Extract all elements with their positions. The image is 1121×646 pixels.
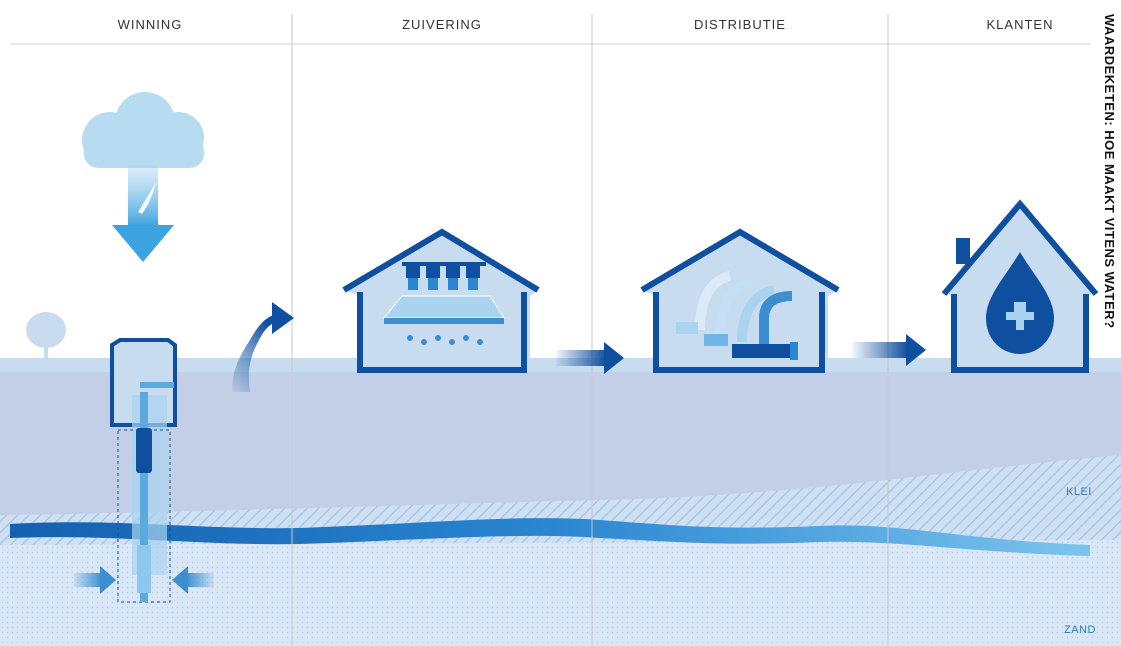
water-drop-tap-icon bbox=[986, 252, 1054, 354]
flow-arrow-icon bbox=[556, 342, 624, 374]
side-title: WAARDEKETEN: HOE MAAKT VITENS WATER? bbox=[1102, 14, 1117, 329]
clay-layer bbox=[0, 455, 1121, 545]
curved-arrow-icon bbox=[232, 302, 294, 392]
sprinkler-icon bbox=[402, 262, 486, 290]
well-pump-icon bbox=[110, 338, 177, 603]
layer-label-klei: KLEI bbox=[1066, 486, 1092, 498]
column-title-distributie: DISTRIBUTIE bbox=[694, 17, 786, 32]
inflow-arrow-icon bbox=[74, 566, 214, 594]
distribution-house-icon bbox=[640, 228, 840, 373]
cloud-icon bbox=[82, 92, 204, 168]
tree-icon bbox=[26, 312, 66, 358]
customer-house-icon bbox=[941, 199, 1099, 373]
flow-arrow-icon bbox=[852, 334, 926, 366]
column-title-klanten: KLANTEN bbox=[986, 17, 1054, 32]
rain-arrow-icon bbox=[112, 165, 174, 262]
column-title-zuivering: ZUIVERING bbox=[402, 17, 482, 32]
column-title-winning: WINNING bbox=[117, 17, 183, 32]
treatment-house-icon bbox=[342, 228, 540, 373]
layer-label-zand: ZAND bbox=[1064, 624, 1096, 636]
aquifer-band bbox=[10, 518, 1090, 556]
